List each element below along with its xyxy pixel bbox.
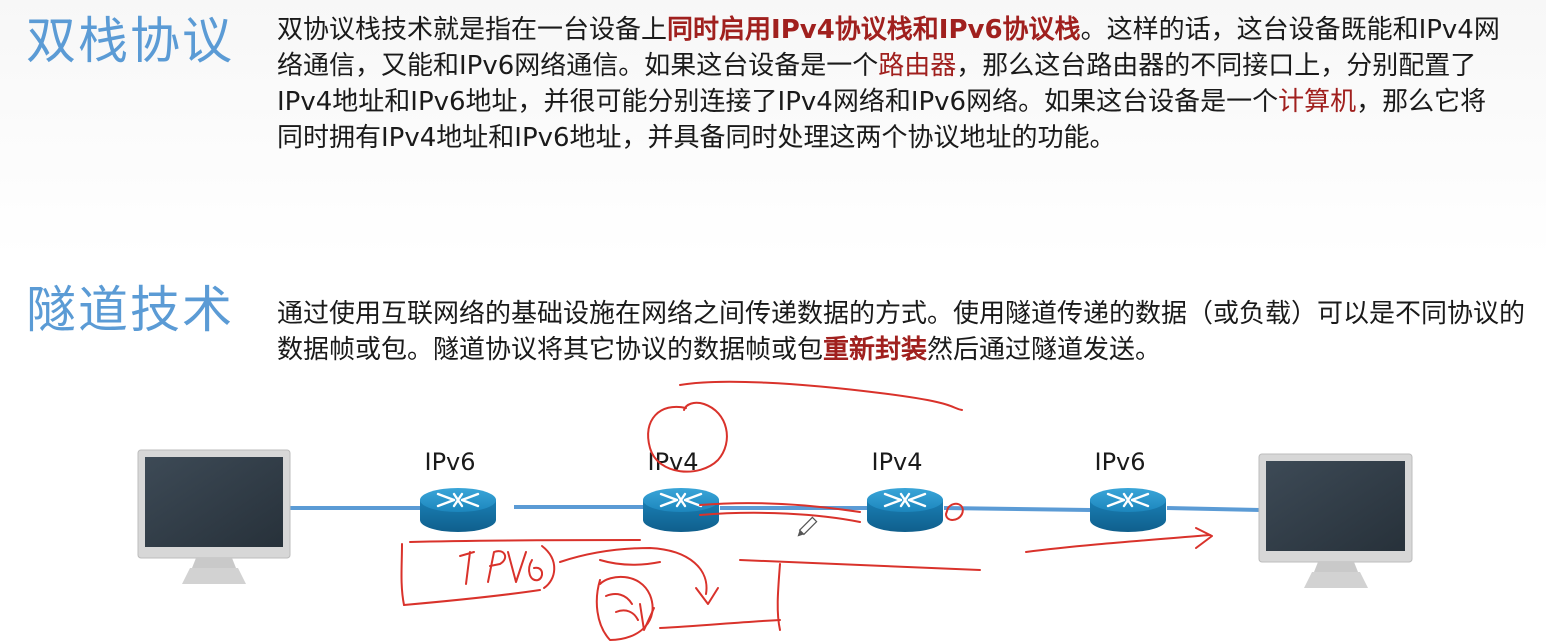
router-protocol-label: IPv6: [424, 448, 475, 476]
pencil-cursor-icon: [797, 516, 818, 537]
router-protocol-label: IPv4: [871, 448, 922, 476]
highlighted-text: 计算机: [1278, 87, 1357, 117]
body-text: ，那么它将同时拥有IPv4地址和IPv6地址，并具备同时处理这两个协议地址的功能…: [277, 87, 1487, 153]
tunneling-description: 通过使用互联网络的基础设施在网络之间传递数据的方式。使用隧道传递的数据（或负载）…: [277, 296, 1527, 368]
router-protocol-label: IPv6: [1094, 448, 1145, 476]
section-title-tunneling: 隧道技术: [26, 281, 234, 339]
router-icon: [1090, 488, 1166, 532]
body-text: 。这样的话，这台设备既能和IPv4网络通信，又能和IPv6网络通信。如果这台设备…: [277, 15, 1500, 81]
router-icon: [643, 488, 719, 532]
body-text: 通过使用互联网络的基础设施在网络之间传递数据的方式。使用隧道传递的数据（或负载）…: [277, 299, 1526, 365]
body-text: 双协议栈技术就是指在一台设备上: [277, 15, 668, 45]
router-icon: [867, 488, 943, 532]
body-text: 然后通过隧道发送。: [927, 335, 1162, 365]
highlighted-text: 同时启用IPv4协议栈和IPv6协议栈: [667, 15, 1081, 45]
section-title-dual-stack: 双栈协议: [26, 12, 234, 70]
computer-icon-left: [137, 449, 291, 584]
highlighted-text: 路由器: [878, 51, 957, 81]
body-text: ，那么这台路由器的不同接口上，分别配置了IPv4地址和IPv6地址，并很可能分别…: [277, 51, 1477, 117]
dual-stack-description: 双协议栈技术就是指在一台设备上同时启用IPv4协议栈和IPv6协议栈。这样的话，…: [277, 12, 1507, 156]
link-lines: [290, 505, 1261, 512]
computer-icon-right: [1258, 453, 1413, 588]
router-icon: [420, 488, 496, 532]
handwritten-annotations: [400, 380, 1213, 641]
highlighted-text: 重新封装: [823, 335, 928, 365]
